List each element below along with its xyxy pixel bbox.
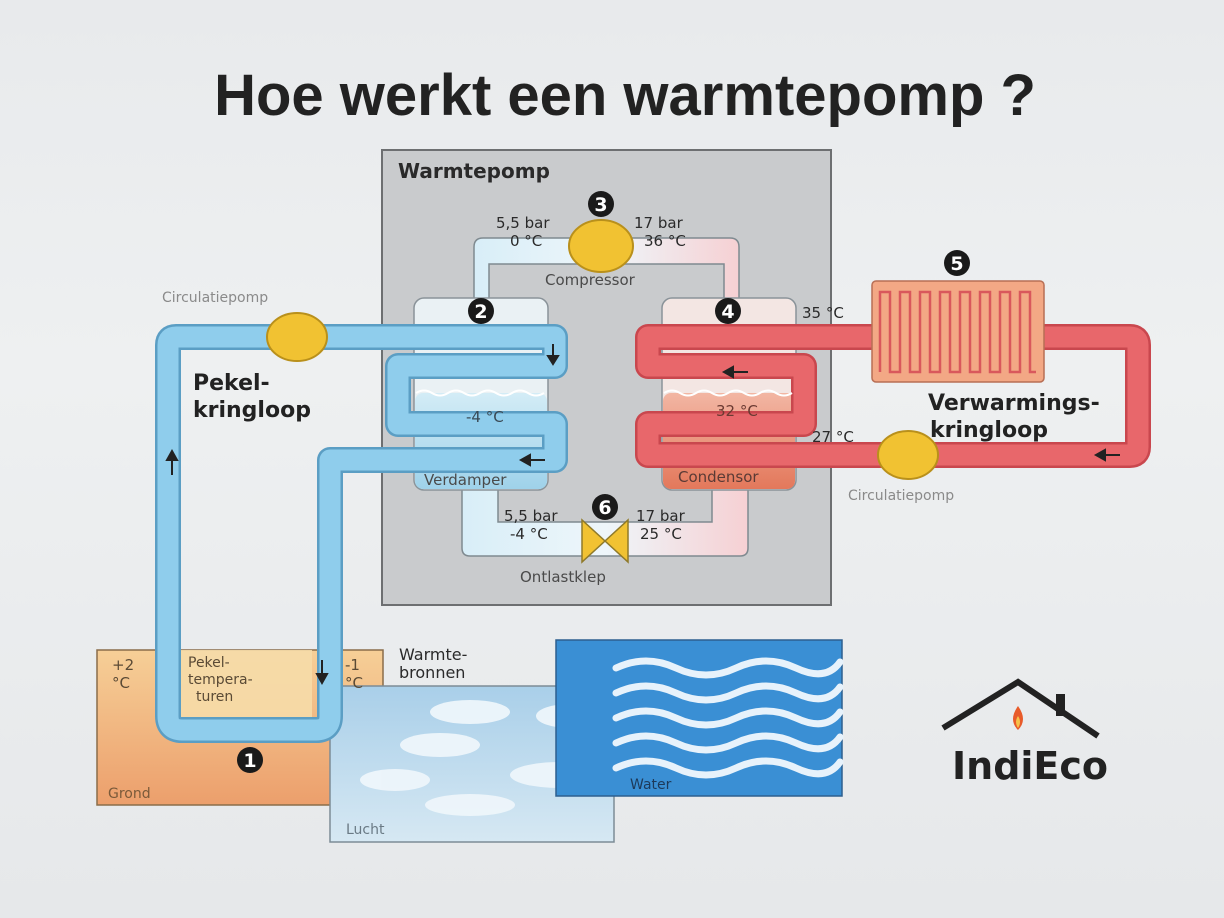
brine-temps-label-1: Pekel-: [188, 655, 230, 671]
heating-circuit: [635, 324, 1151, 468]
svg-text:3: 3: [594, 194, 607, 216]
svg-text:6: 6: [598, 497, 611, 519]
verdamper-level-wave: [415, 389, 545, 397]
ground-temp-zone: [180, 650, 312, 717]
circulatiepomp-right-label: Circulatiepomp: [848, 488, 954, 504]
indieco-logo: IndiEco: [941, 678, 1108, 788]
water-waves: [612, 657, 844, 779]
water-label: Water: [630, 777, 672, 793]
verdamper-label: Verdamper: [424, 471, 507, 489]
expansion-valve-icon: [581, 518, 629, 564]
condensor-label: Condensor: [678, 468, 759, 486]
ground-temp-left-1: +2: [112, 656, 134, 674]
page-title: Hoe werkt een warmtepomp ?: [214, 63, 1036, 128]
condensor-temp: 32 °C: [716, 402, 758, 420]
marker-3: 3: [588, 191, 614, 217]
valve-left-pressure: 5,5 bar: [504, 507, 558, 525]
compressor-inlet-temp: 0 °C: [510, 232, 542, 250]
brine-temps-label-2: tempera-: [188, 672, 253, 688]
marker-2: 2: [468, 298, 494, 324]
compressor-inlet-pressure: 5,5 bar: [496, 214, 550, 232]
marker-5: 5: [944, 250, 970, 276]
heating-circuit-label-2: kringloop: [930, 418, 1048, 443]
warmtebronnen-label-2: bronnen: [399, 663, 465, 682]
warmtebronnen-label-1: Warmte-: [399, 645, 467, 664]
svg-text:2: 2: [474, 301, 487, 323]
circulation-pump-left: [266, 312, 328, 362]
heating-circuit-label-1: Verwarmings-: [928, 391, 1100, 416]
brine-temps-label-3: turen: [196, 689, 233, 705]
ground-temp-left-2: °C: [112, 674, 130, 692]
ground-temp-right-1: -1: [345, 656, 360, 674]
marker-6: 6: [592, 494, 618, 520]
brine-circuit: [155, 324, 568, 743]
ontlastklep-label: Ontlastklep: [520, 568, 606, 586]
radiator: [871, 280, 1045, 383]
circulatiepomp-left-label: Circulatiepomp: [162, 290, 268, 306]
heat-pump-box-title: Warmtepomp: [398, 159, 550, 183]
grond-label: Grond: [108, 786, 151, 802]
brine-circuit-label-1: Pekel-: [193, 371, 270, 396]
return-temp: 27 °C: [812, 428, 854, 446]
flow-arrows: [165, 344, 1120, 686]
compressor-label: Compressor: [545, 271, 636, 289]
compressor-outlet-temp: 36 °C: [644, 232, 686, 250]
brine-circuit-label-2: kringloop: [193, 398, 311, 423]
verdamper-temp: -4 °C: [466, 408, 504, 426]
supply-temp: 35 °C: [802, 304, 844, 322]
svg-text:IndiEco: IndiEco: [952, 744, 1108, 788]
svg-text:4: 4: [721, 301, 734, 323]
compressor-icon: [568, 219, 634, 273]
valve-right-temp: 25 °C: [640, 525, 682, 543]
valve-left-temp: -4 °C: [510, 525, 548, 543]
marker-4: 4: [715, 298, 741, 324]
circulation-pump-right: [877, 430, 939, 480]
ground-temp-right-2: °C: [345, 674, 363, 692]
svg-text:1: 1: [243, 750, 256, 772]
lucht-label: Lucht: [346, 822, 385, 838]
svg-text:5: 5: [950, 253, 963, 275]
compressor-outlet-pressure: 17 bar: [634, 214, 684, 232]
valve-right-pressure: 17 bar: [636, 507, 686, 525]
marker-1: 1: [237, 747, 263, 773]
condensor-level-wave: [663, 389, 793, 397]
